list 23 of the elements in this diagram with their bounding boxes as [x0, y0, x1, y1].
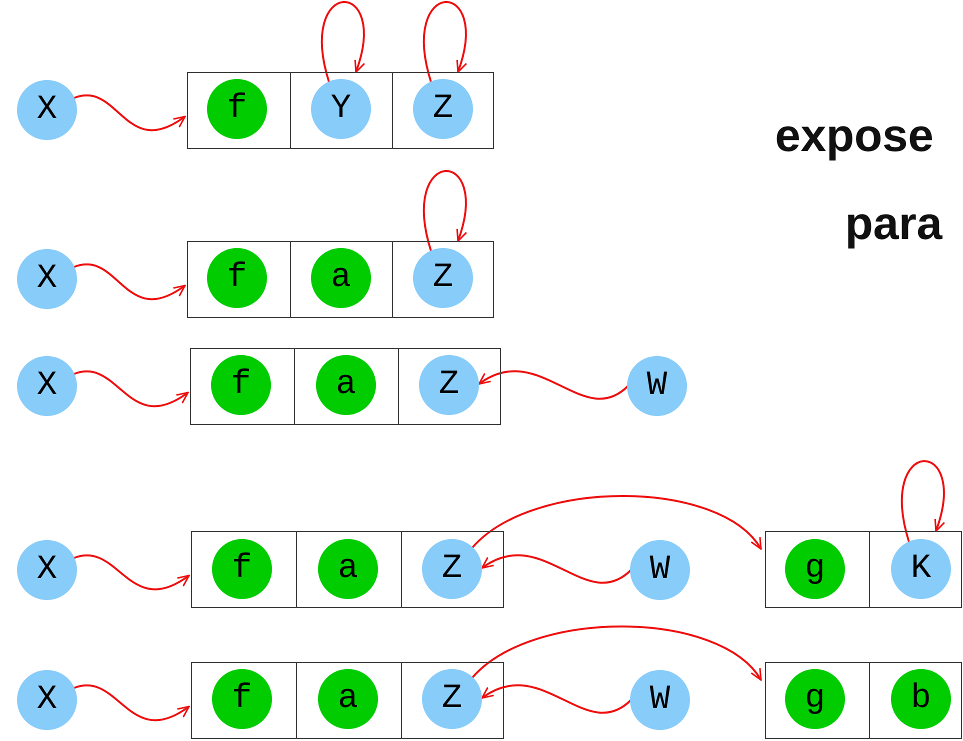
curved-arrow [74, 264, 186, 300]
heading-text: para [845, 200, 942, 246]
curved-arrow [74, 684, 190, 722]
record-box [187, 72, 494, 149]
curved-arrow [321, 1, 365, 82]
curved-arrow [471, 626, 762, 681]
heading-text: expose [775, 112, 934, 158]
record-box [191, 531, 504, 608]
record-box [190, 348, 501, 425]
curved-arrow [481, 684, 632, 714]
curved-arrow [901, 460, 945, 542]
curved-arrow [74, 370, 189, 408]
curved-arrow [74, 554, 190, 590]
curved-arrow [478, 370, 629, 400]
curved-arrow [423, 170, 467, 252]
record-box [765, 531, 962, 608]
record-box [191, 662, 504, 739]
curved-arrow [471, 495, 762, 550]
curved-arrow [74, 94, 186, 132]
curved-arrow [423, 1, 467, 82]
record-box [765, 662, 962, 739]
curved-arrow [481, 554, 632, 584]
record-box [187, 241, 494, 318]
